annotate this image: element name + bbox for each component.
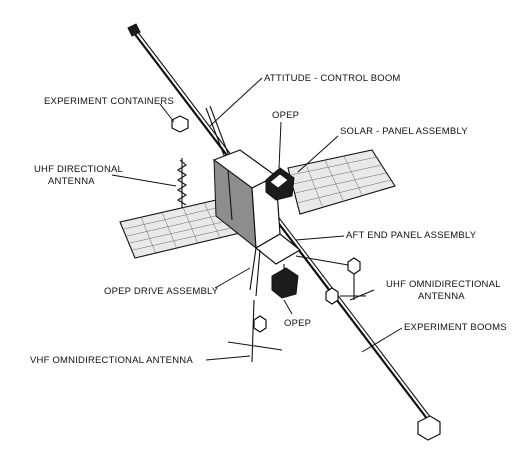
label-solar-panel-assembly: SOLAR - PANEL ASSEMBLY xyxy=(340,126,468,137)
uhf-omni-node-b xyxy=(325,287,339,305)
label-experiment-containers: EXPERIMENT CONTAINERS xyxy=(44,96,174,107)
label-opep-top: OPEP xyxy=(272,110,299,121)
aft-end-panel xyxy=(254,233,302,265)
label-experiment-booms: EXPERIMENT BOOMS xyxy=(404,322,507,333)
solar-panel-left-grid xyxy=(123,201,241,255)
vhf-omni-node xyxy=(253,315,267,333)
experiment-boom-main-inner xyxy=(136,30,432,419)
uhf-omni-mast-b xyxy=(295,255,355,267)
boom-tip-top xyxy=(127,23,141,37)
label-uhf-omni-antenna-1: UHF OMNIDIRECTIONAL xyxy=(386,279,501,290)
label-uhf-directional-antenna-2: ANTENNA xyxy=(48,176,95,187)
experiment-container-end xyxy=(417,415,441,441)
solar-panel-right xyxy=(287,149,396,215)
attitude-control-boom-line-b xyxy=(209,105,230,157)
uhf-omni-mast-a xyxy=(299,251,331,293)
solar-panel-right-grid xyxy=(290,155,392,207)
opep-bottom-body xyxy=(271,267,299,299)
leader-lines xyxy=(111,77,403,361)
drive-strut-a xyxy=(249,247,257,291)
vhf-omni-mast xyxy=(251,299,255,363)
opep-top-highlight xyxy=(269,173,289,189)
uhf-omni-node-a xyxy=(347,257,361,275)
vhf-omni-crossbar xyxy=(227,341,283,351)
drive-strut-b xyxy=(255,249,261,297)
spacecraft-illustration xyxy=(119,23,441,441)
experiment-container-top xyxy=(171,115,189,133)
label-uhf-directional-antenna-1: UHF DIRECTIONAL xyxy=(34,164,123,175)
body-detail-line xyxy=(227,169,233,221)
label-opep-drive-assembly: OPEP DRIVE ASSEMBLY xyxy=(104,286,219,297)
experiment-boom-main xyxy=(132,31,430,422)
labels: ATTITUDE - CONTROL BOOM EXPERIMENT CONTA… xyxy=(30,73,507,366)
label-attitude-control-boom: ATTITUDE - CONTROL BOOM xyxy=(264,73,401,84)
label-vhf-omni-antenna: VHF OMNIDIRECTIONAL ANTENNA xyxy=(30,355,193,366)
label-uhf-omni-antenna-2: ANTENNA xyxy=(418,291,465,302)
attitude-control-boom-line xyxy=(205,107,226,159)
label-aft-end-panel-assembly: AFT END PANEL ASSEMBLY xyxy=(346,230,477,241)
label-opep-bottom: OPEP xyxy=(284,318,311,329)
